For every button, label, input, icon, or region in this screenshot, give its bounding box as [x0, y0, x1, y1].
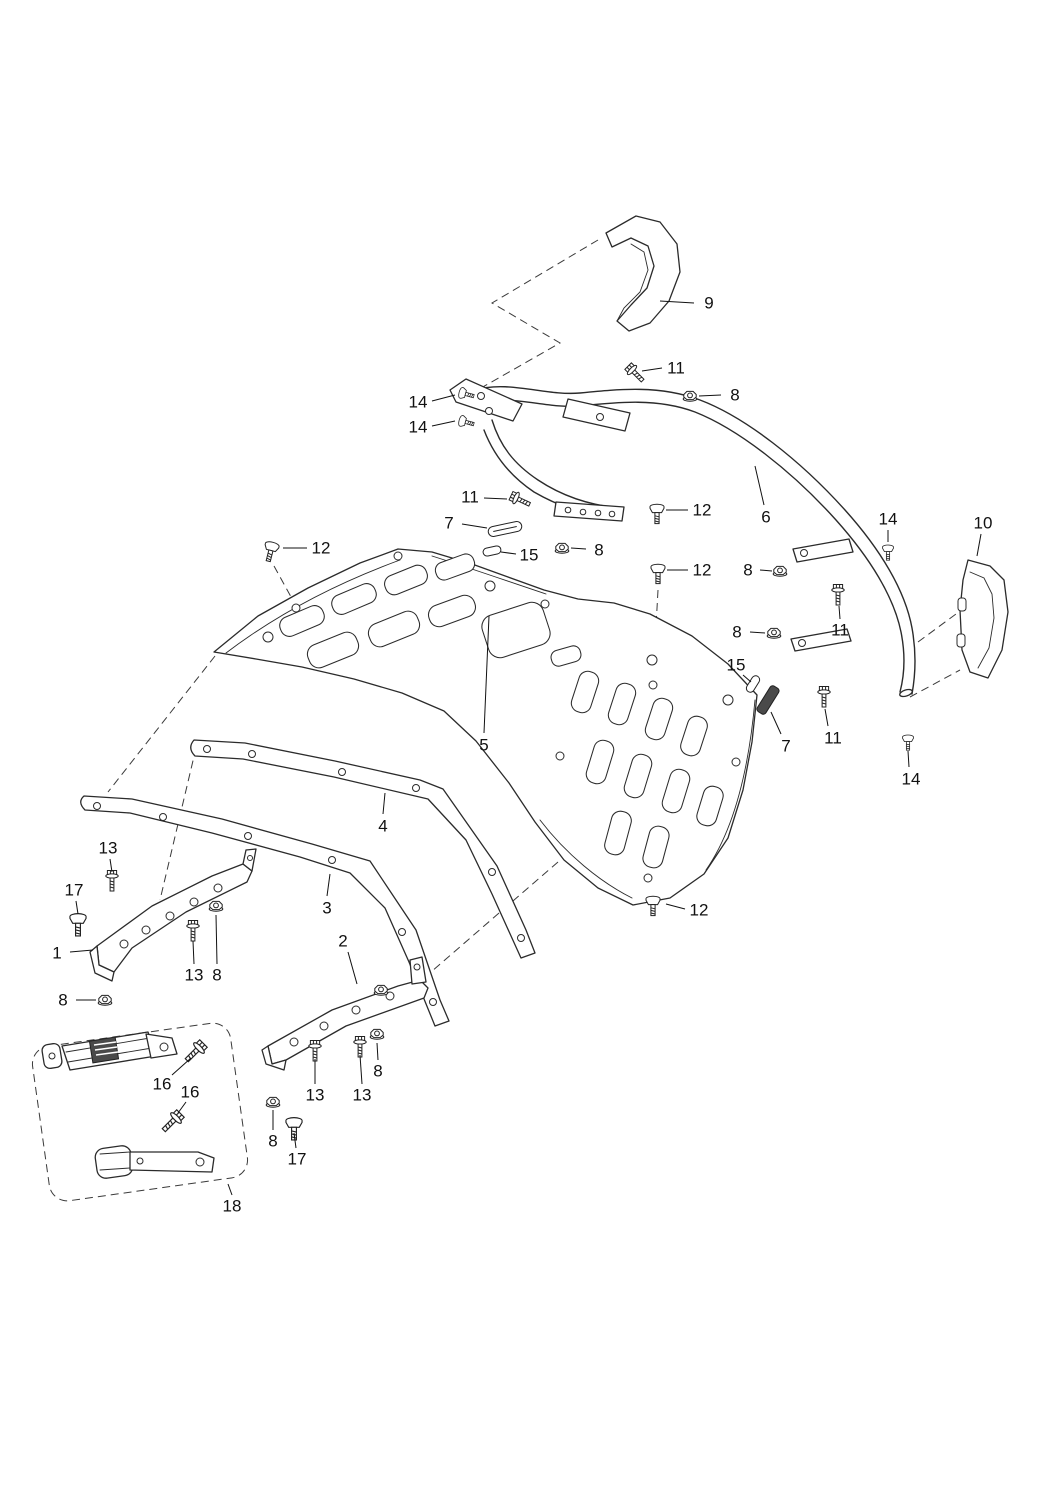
callout-leader-10	[976, 533, 982, 557]
callout-label-8: 8	[743, 561, 752, 580]
part-6-rear-carrier-bar	[449, 378, 916, 698]
callout-leader-11	[824, 708, 829, 727]
callout-leader-7	[770, 711, 782, 735]
callout-label-14: 14	[409, 393, 428, 412]
callout-leader-14	[431, 394, 456, 402]
callout-leader-8	[215, 914, 218, 965]
callout-label-13: 13	[306, 1086, 325, 1105]
callout-label-12: 12	[693, 501, 712, 520]
callout-leader-11	[483, 497, 508, 500]
callout-leader-13	[359, 1054, 363, 1085]
callout-label-12: 12	[693, 561, 712, 580]
part-4-support-bar	[190, 739, 536, 959]
callout-leader-2	[347, 951, 358, 985]
callout-leader-13	[192, 940, 195, 965]
callout-label-15: 15	[520, 546, 539, 565]
nut-8	[682, 390, 698, 402]
part-3-support-bar	[80, 795, 450, 1027]
callout-label-13: 13	[353, 1086, 372, 1105]
fasteners	[69, 361, 914, 1141]
callout-leader-6	[754, 465, 765, 506]
callout-label-7: 7	[781, 737, 790, 756]
callout-label-11: 11	[824, 729, 842, 748]
callout-leader-7	[461, 523, 488, 529]
callout-leader-13	[109, 858, 113, 873]
part-18-seat-belt-assembly	[31, 1022, 249, 1202]
callout-leader-14	[907, 750, 910, 768]
part-10-end-bracket	[956, 559, 1009, 679]
callout-label-8: 8	[373, 1062, 382, 1081]
callout-label-16: 16	[181, 1083, 200, 1102]
callout-label-8: 8	[58, 991, 67, 1010]
callout-leader-8	[759, 569, 773, 572]
callout-label-18: 18	[223, 1197, 242, 1216]
callout-leader-18	[227, 1183, 233, 1196]
callout-label-4: 4	[378, 817, 387, 836]
callout-label-1: 1	[52, 944, 61, 963]
pad-7	[756, 685, 780, 715]
nut-8	[772, 565, 788, 577]
callout-leader-16	[177, 1101, 187, 1114]
callout-label-2: 2	[338, 932, 347, 951]
flange-nut-on-bracket	[373, 984, 389, 996]
callout-label-11: 11	[461, 488, 479, 507]
callout-label-11: 11	[667, 359, 685, 378]
callout-leader-8	[698, 394, 722, 397]
callout-label-12: 12	[312, 539, 331, 558]
callout-leader-4	[382, 792, 386, 815]
callout-label-8: 8	[212, 966, 221, 985]
callout-leader-1	[69, 949, 94, 953]
callout-leader-5	[483, 615, 490, 734]
callout-leader-3	[326, 873, 331, 897]
callout-label-8: 8	[730, 386, 739, 405]
callout-label-11: 11	[831, 621, 849, 640]
part-2-center-bracket	[261, 956, 429, 1071]
callout-leader-9	[659, 300, 695, 304]
callout-label-12: 12	[690, 901, 709, 920]
callout-leader-8	[376, 1042, 379, 1061]
callout-leader-8	[570, 547, 587, 550]
nut-8	[208, 900, 224, 912]
callout-label-13: 13	[99, 839, 118, 858]
callout-label-14: 14	[902, 770, 921, 789]
nut-8	[766, 627, 782, 639]
callout-leader-15	[500, 551, 517, 555]
callout-leader-11	[641, 367, 663, 372]
callout-label-7: 7	[444, 514, 453, 533]
callout-label-14: 14	[409, 418, 428, 437]
callout-label-15: 15	[727, 656, 746, 675]
callout-leader-17	[293, 1132, 297, 1149]
callout-leader-8	[749, 631, 766, 634]
callout-label-6: 6	[761, 508, 770, 527]
callout-label-8: 8	[594, 541, 603, 560]
callout-leader-12	[665, 903, 686, 910]
callout-label-9: 9	[704, 294, 713, 313]
callout-leader-11	[838, 605, 841, 620]
callout-label-16: 16	[153, 1075, 172, 1094]
callout-leader-16	[171, 1057, 192, 1076]
callout-label-13: 13	[185, 966, 204, 985]
nut-8	[369, 1028, 385, 1040]
nut-8	[97, 994, 113, 1006]
callout-label-17: 17	[65, 881, 84, 900]
callout-label-10: 10	[974, 514, 993, 533]
nut-8	[265, 1096, 281, 1108]
callout-label-17: 17	[288, 1150, 307, 1169]
callout-label-8: 8	[732, 623, 741, 642]
callout-label-14: 14	[879, 510, 898, 529]
callout-leader-14	[431, 420, 456, 427]
callout-leader-15	[742, 674, 752, 683]
part-9-upper-bracket	[605, 215, 681, 332]
part-1-left-bracket	[89, 848, 257, 982]
callout-label-8: 8	[268, 1132, 277, 1151]
belt-label-patch	[88, 1036, 120, 1064]
callout-label-3: 3	[322, 899, 331, 918]
nut-8	[554, 542, 570, 554]
part-5-rack-plate	[213, 548, 758, 906]
callout-leader-17	[75, 900, 79, 915]
callout-label-5: 5	[479, 736, 488, 755]
